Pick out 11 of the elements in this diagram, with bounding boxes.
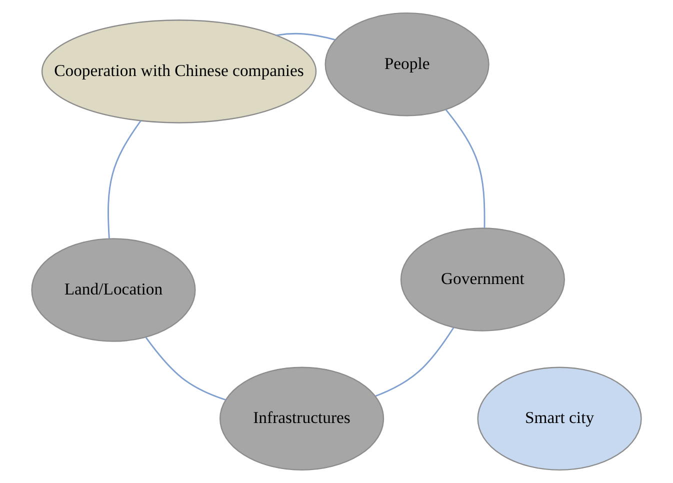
node-ellipse: Government	[400, 228, 565, 332]
connector	[445, 109, 486, 228]
connector	[108, 120, 142, 239]
node-ellipse: Land/Location	[31, 238, 196, 342]
node-ellipse: Cooperation with Chinese companies	[41, 20, 317, 124]
connector	[145, 336, 226, 400]
node-ellipse: Smart city	[477, 366, 642, 471]
node-ellipse: People	[324, 12, 490, 116]
connector	[375, 327, 454, 397]
connector	[276, 32, 336, 40]
node-ellipse: Infrastructures	[219, 366, 384, 471]
